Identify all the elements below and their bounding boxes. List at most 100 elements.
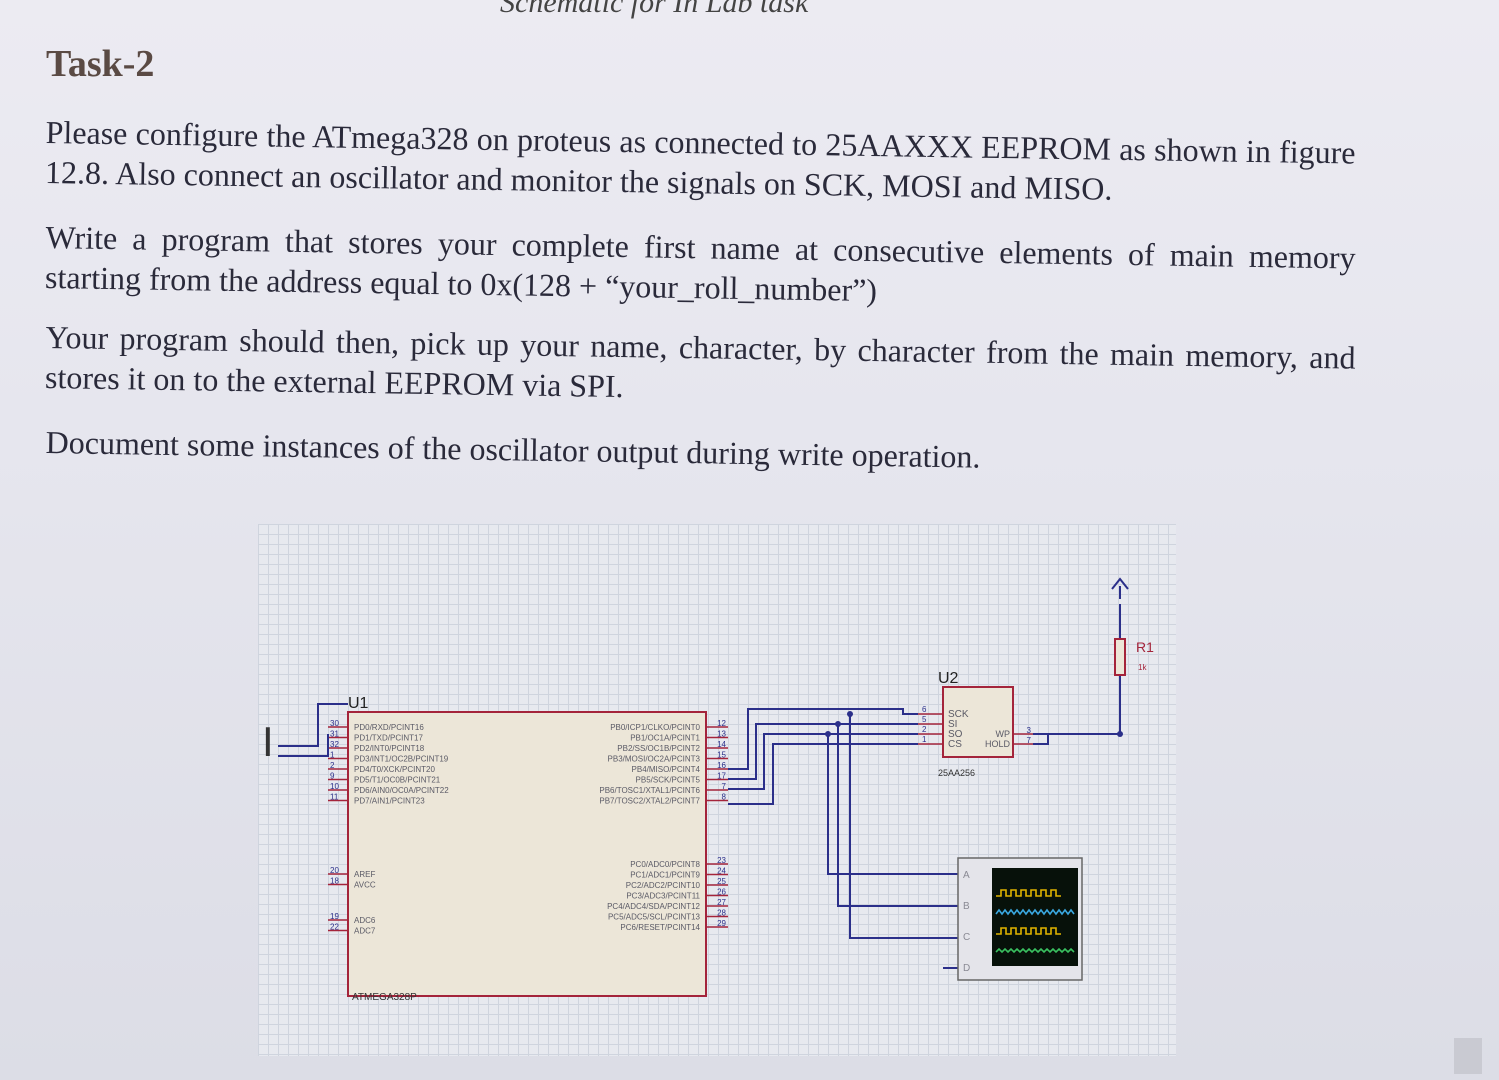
eeprom-pin-name: CS (948, 739, 962, 750)
mcu-pin-name: PC4/ADC4/SDA/PCINT12 (607, 902, 700, 911)
eeprom-pin-name: HOLD (985, 739, 1011, 749)
eeprom-ref: U2 (938, 670, 959, 687)
eeprom-pin-name: SCK (948, 709, 969, 720)
paragraph-spi-store: Your program should then, pick up your n… (44, 318, 1356, 405)
oscilloscope-traces (995, 889, 1075, 954)
mcu-pin-number: 16 (717, 761, 726, 770)
text-cursor-icon: I (262, 718, 274, 765)
resistor-value: 1k (1138, 663, 1147, 672)
mcu-pin-name: PB4/MISO/PCINT4 (632, 765, 701, 774)
mcu-pin-number: 27 (717, 898, 726, 907)
eeprom-left-pins: 6 SCK 5 SI 2 SO 1 CS (918, 705, 969, 750)
resistor-ref: R1 (1136, 639, 1154, 655)
mcu-pin-number: 12 (717, 719, 726, 728)
mcu-ref: U1 (348, 695, 369, 712)
oscilloscope-channel-label: D (963, 963, 970, 974)
mcu-pin-number: 24 (717, 867, 726, 876)
mcu-pin-name: PC3/ADC3/PCINT11 (626, 892, 700, 901)
mcu-pin-name: PB1/OC1A/PCINT1 (630, 734, 700, 743)
mcu-pin-name: PD1/TXD/PCINT17 (354, 734, 423, 743)
paragraph-configure: Please configure the ATmega328 on proteu… (44, 113, 1356, 207)
mcu-pin-name: PC1/ADC1/PCINT9 (630, 871, 700, 880)
mcu-body (347, 711, 707, 997)
mcu-pin-number: 18 (330, 877, 339, 886)
mcu-pin-number: 14 (717, 740, 726, 749)
mcu-pin-name: PB6/TOSC1/XTAL1/PCINT6 (599, 786, 700, 795)
figure-caption: Schematic for In Lab task (500, 0, 809, 19)
eeprom-pin-name: SI (948, 719, 957, 730)
oscilloscope-channel-label: C (963, 932, 970, 943)
mcu-pin-name: PC5/ADC5/SCL/PCINT13 (608, 913, 701, 922)
wire-junctions (825, 711, 1123, 737)
task-title: Task-2 (46, 43, 155, 85)
oscilloscope-channel-label: B (963, 901, 970, 912)
mcu-pin-number: 1 (330, 751, 335, 760)
mcu-pin-name: PD0/RXD/PCINT16 (354, 723, 424, 732)
oscilloscope-channel-labels: A B C D (963, 870, 970, 974)
mcu-pin-number: 32 (330, 740, 339, 749)
eeprom-pin-name: SO (948, 729, 963, 740)
mcu-pin-name: AREF (354, 870, 375, 879)
trace-b (995, 908, 1075, 916)
mcu-pin-number: 25 (717, 877, 726, 886)
mcu-pin-number: 26 (717, 888, 726, 897)
eeprom-pin-number: 5 (922, 715, 927, 724)
eeprom-part: 25AA256 (938, 768, 975, 778)
mcu-pin-name: PB7/TOSC2/XTAL2/PCINT7 (599, 797, 700, 806)
mcu-pin-number: 23 (717, 856, 726, 865)
mcu-pin-name: PB2/SS/OC1B/PCINT2 (617, 744, 700, 753)
trace-c (996, 927, 1061, 935)
oscilloscope-screen (992, 868, 1078, 966)
trace-d (995, 947, 1075, 954)
trace-a (996, 889, 1061, 897)
mcu-pin-name: AVCC (354, 881, 376, 890)
mcu-pin-number: 22 (330, 923, 339, 932)
mcu-pin-name: PD4/T0/XCK/PCINT20 (354, 765, 435, 774)
eeprom-pin-number: 6 (922, 705, 927, 714)
mcu-pin-number: 20 (330, 866, 339, 875)
mcu-left-pins: 30 PD0/RXD/PCINT16 31 PD1/TXD/PCINT17 32 PD2/… (328, 719, 449, 936)
eeprom-pin-number: 2 (922, 725, 927, 734)
mcu-pin-name: PD7/AIN1/PCINT23 (354, 797, 425, 806)
mcu-pin-number: 7 (722, 782, 727, 791)
mcu-pin-number: 15 (717, 751, 726, 760)
scrollbar-thumb[interactable] (1454, 1038, 1482, 1074)
mcu-pin-number: 28 (717, 909, 726, 918)
paragraph-write-program: Write a program that stores your complet… (44, 218, 1356, 309)
mcu-pin-number: 10 (330, 782, 339, 791)
mcu-right-pins: 12 PB0/ICP1/CLKO/PCINT0 13 PB1/OC1A/PCINT1 1… (599, 719, 728, 932)
mcu-pin-number: 2 (330, 761, 335, 770)
mcu-pin-number: 31 (330, 730, 339, 739)
mcu-pin-name: PB5/SCK/PCINT5 (636, 776, 701, 785)
mcu-part: ATMEGA328P (352, 992, 417, 1003)
mcu-pin-name: ADC6 (354, 916, 376, 925)
mcu-pin-name: PD3/INT1/OC2B/PCINT19 (354, 755, 449, 764)
mcu-pin-number: 17 (717, 772, 726, 781)
mcu-pin-name: PD6/AIN0/OC0A/PCINT22 (354, 786, 449, 795)
mcu-pin-name: PC0/ADC0/PCINT8 (630, 860, 700, 869)
mcu-pin-name: ADC7 (354, 927, 376, 936)
eeprom-pin-number: 7 (1027, 736, 1032, 745)
paragraph-document-oscillator: Document some instances of the oscillato… (45, 423, 981, 475)
eeprom-pin-number: 3 (1027, 726, 1032, 735)
mcu-pin-number: 8 (722, 793, 727, 802)
mcu-pin-name: PD2/INT0/PCINT18 (354, 744, 425, 753)
mcu-pin-number: 13 (717, 730, 726, 739)
oscilloscope-channel-label: A (963, 870, 970, 881)
resistor-r1 (1114, 638, 1126, 676)
mcu-pin-number: 29 (717, 919, 726, 928)
eeprom-body (942, 686, 1014, 758)
mcu-pin-name: PD5/T1/OC0B/PCINT21 (354, 776, 441, 785)
mcu-pin-name: PC2/ADC2/PCINT10 (626, 881, 701, 890)
mcu-pin-name: PC6/RESET/PCINT14 (620, 923, 700, 932)
mcu-pin-number: 30 (330, 719, 339, 728)
mcu-pin-number: 19 (330, 912, 339, 921)
mcu-pin-name: PB0/ICP1/CLKO/PCINT0 (610, 723, 700, 732)
eeprom-pin-name: WP (996, 729, 1011, 739)
eeprom-pin-number: 1 (922, 735, 927, 744)
mcu-pin-number: 11 (330, 793, 339, 802)
eeprom-right-pins: 3 WP 7 HOLD (985, 726, 1033, 749)
mcu-pin-number: 9 (330, 772, 335, 781)
